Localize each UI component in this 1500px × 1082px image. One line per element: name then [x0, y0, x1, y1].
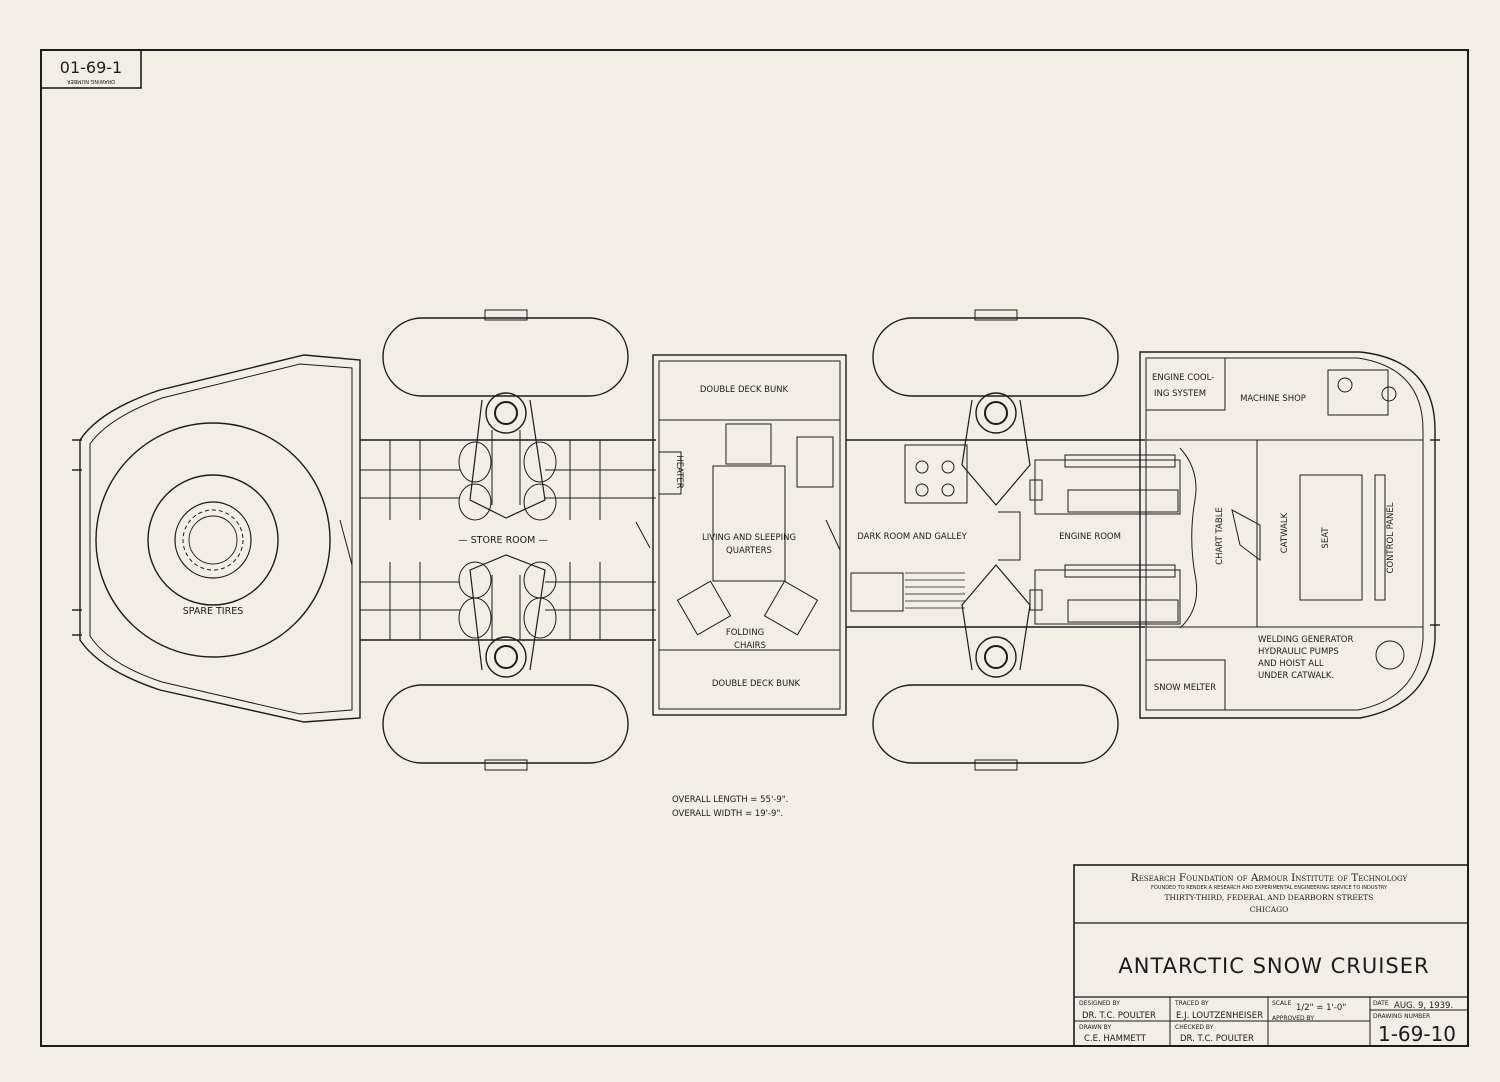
sheet-border	[40, 49, 1469, 1047]
label-double-deck-bunk-bottom: DOUBLE DECK BUNK	[712, 679, 801, 689]
rear-wheel-bottom	[382, 554, 629, 771]
traced-by: E.J. LOUTZENHEISER	[1176, 1011, 1263, 1021]
label-seat: SEAT	[1321, 527, 1331, 549]
designed-by: DR. T.C. POULTER	[1082, 1011, 1156, 1021]
label-dark-room: DARK ROOM AND GALLEY	[857, 532, 967, 542]
drawing-number: 1-69-10	[1378, 1022, 1456, 1046]
corner-number-caption: DRAWING NUMBER	[67, 78, 115, 84]
label-store-room: — STORE ROOM —	[458, 535, 548, 546]
org-name: Research Foundation of Armour Institute …	[1131, 872, 1408, 884]
label-engine-cool-line1: ENGINE COOL-	[1152, 373, 1214, 383]
label-snow-melter: SNOW MELTER	[1154, 683, 1216, 693]
overall-length: OVERALL LENGTH = 55'-9".	[672, 795, 788, 805]
title-block: Research Foundation of Armour Institute …	[1073, 864, 1469, 1047]
store-sacks	[458, 441, 557, 639]
label-spare-tires: SPARE TIRES	[183, 606, 244, 617]
label-engine-cool-line2: ING SYSTEM	[1154, 389, 1206, 399]
cab	[1139, 351, 1440, 719]
label-folding-line2: CHAIRS	[734, 641, 766, 651]
galley-engine-body	[846, 439, 1198, 629]
corner-number-box	[40, 49, 142, 89]
org-purpose: FOUNDED TO RENDER A RESEARCH AND EXPERIM…	[1151, 885, 1388, 891]
label-heater: HEATER	[674, 455, 684, 488]
label-double-deck-bunk-top: DOUBLE DECK BUNK	[700, 385, 789, 395]
overall-width: OVERALL WIDTH = 19'-9".	[672, 809, 783, 819]
label-machine-shop: MACHINE SHOP	[1240, 394, 1306, 404]
checked-by-label: CHECKED BY	[1175, 1024, 1214, 1031]
vehicle-plan	[72, 309, 1440, 771]
label-folding-line1: FOLDING	[726, 628, 764, 638]
spare-tire-inner	[147, 474, 279, 606]
control-panel	[1374, 474, 1386, 601]
scale-label: SCALE	[1272, 1000, 1291, 1007]
label-welding-line4: UNDER CATWALK.	[1258, 671, 1334, 681]
rear-wheel-top	[382, 309, 629, 519]
drawing-number-label: DRAWING NUMBER	[1373, 1013, 1430, 1020]
scale-value: 1/2" = 1'-0"	[1296, 1003, 1346, 1013]
store-room	[360, 439, 656, 641]
spare-tire-deck	[72, 354, 361, 723]
label-welding-line1: WELDING GENERATOR	[1258, 635, 1353, 645]
label-welding-line2: HYDRAULIC PUMPS	[1258, 647, 1339, 657]
date-value: AUG. 9, 1939.	[1394, 1001, 1453, 1011]
corner-drawing-number: 01-69-1	[60, 58, 122, 77]
drawing-title: ANTARCTIC SNOW CRUISER	[1118, 954, 1429, 978]
org-address: THIRTY-THIRD, FEDERAL AND DEARBORN STREE…	[1165, 893, 1374, 902]
checked-by: DR. T.C. POULTER	[1180, 1034, 1254, 1044]
label-chart-table: CHART TABLE	[1215, 507, 1225, 565]
traced-by-label: TRACED BY	[1174, 1000, 1209, 1007]
label-catwalk: CATWALK	[1280, 512, 1290, 553]
living-quarters	[652, 354, 847, 716]
front-wheel-top	[872, 309, 1119, 506]
label-living-line2: QUARTERS	[726, 546, 772, 556]
living-table	[712, 465, 786, 582]
galley-stove	[904, 444, 968, 504]
drawn-by-label: DRAWN BY	[1079, 1024, 1111, 1031]
label-engine-room: ENGINE ROOM	[1059, 532, 1121, 542]
label-control-panel: CONTROL PANEL	[1386, 502, 1396, 573]
diesel-engines	[1029, 454, 1181, 625]
date-label: DATE	[1373, 1000, 1389, 1007]
front-wheel-bottom	[872, 564, 1119, 771]
spare-tire-outer	[95, 422, 331, 658]
label-living-line1: LIVING AND SLEEPING	[702, 533, 796, 543]
approved-by-label: APPROVED BY	[1272, 1015, 1314, 1022]
org-city: CHICAGO	[1250, 905, 1289, 914]
label-welding-line3: AND HOIST ALL	[1258, 659, 1324, 669]
seat	[1299, 474, 1363, 601]
galley-sink	[850, 572, 904, 612]
drawn-by: C.E. HAMMETT	[1084, 1034, 1147, 1044]
designed-by-label: DESIGNED BY	[1079, 1000, 1120, 1007]
